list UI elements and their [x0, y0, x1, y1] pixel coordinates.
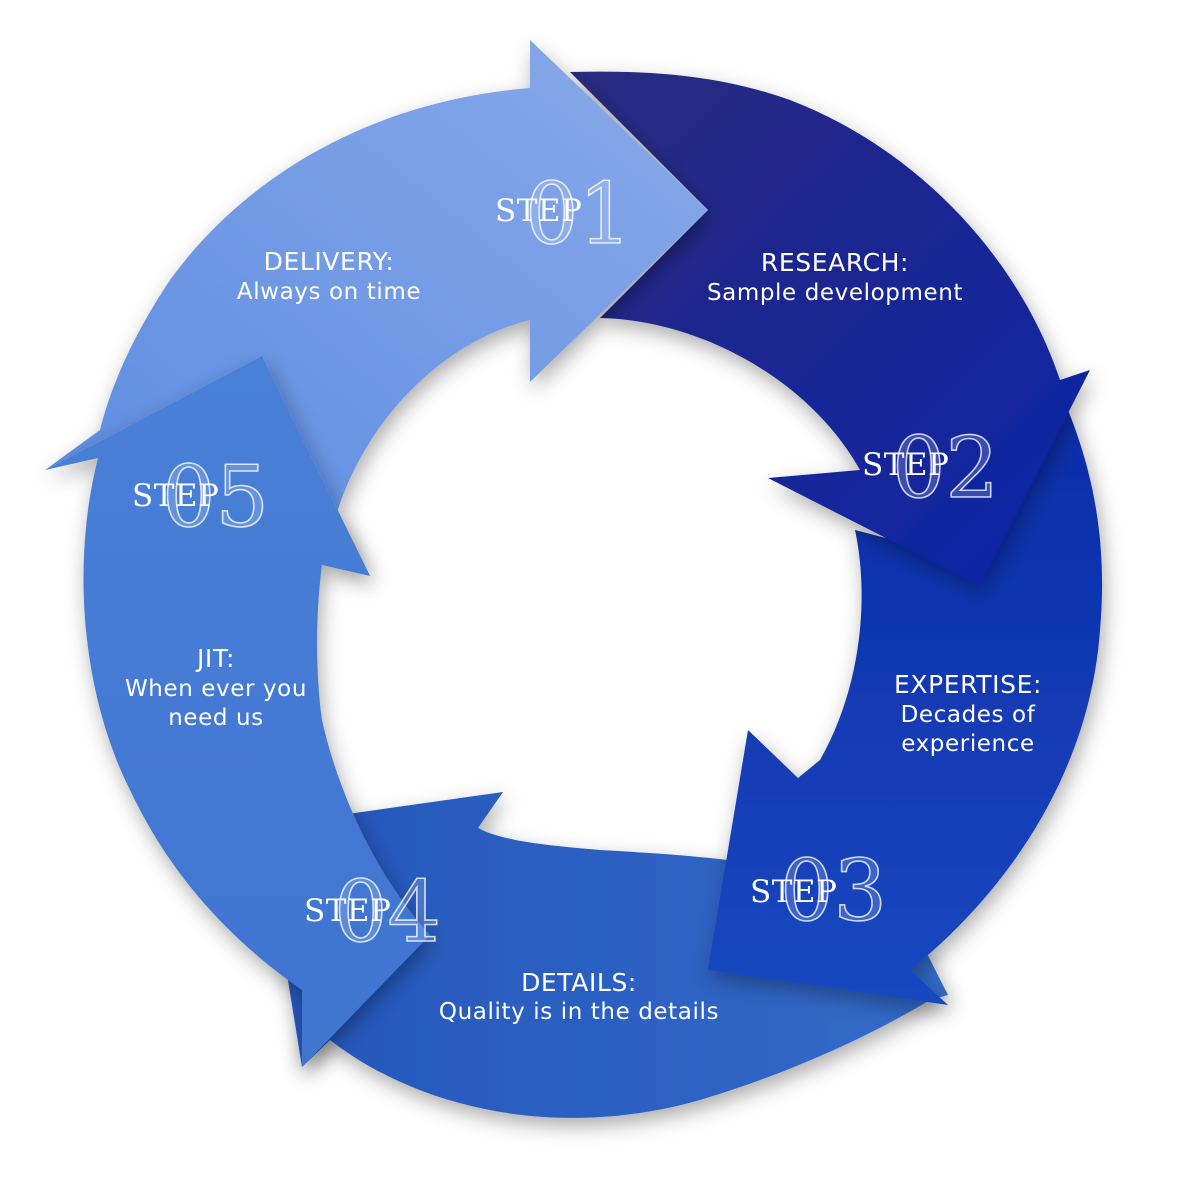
- step-label-02: 02 STEP: [862, 418, 1000, 518]
- step-title-research: RESEARCH:: [761, 248, 909, 277]
- step-text-research: RESEARCH: Sample development: [707, 248, 963, 306]
- step-desc-expertise-line-2: experience: [901, 731, 1034, 757]
- step-label-03: 03 STEP: [750, 841, 888, 941]
- step-desc-delivery: Always on time: [237, 279, 421, 305]
- step-text-expertise: EXPERTISE: Decades of experience: [894, 670, 1042, 757]
- step-text-jit: JIT: When ever you need us: [125, 644, 307, 731]
- step-number-05: 05: [162, 448, 269, 546]
- step-label-01: 01 STEP: [495, 164, 633, 264]
- step-title-details: DETAILS:: [521, 968, 637, 997]
- step-label-05: 05 STEP: [132, 447, 270, 547]
- step-number-03: 03: [780, 842, 887, 940]
- step-number-04: 04: [334, 863, 441, 961]
- step-word-02: STEP: [862, 447, 949, 483]
- step-desc-details: Quality is in the details: [439, 999, 719, 1025]
- step-desc-research: Sample development: [707, 280, 963, 306]
- step-title-expertise: EXPERTISE:: [894, 670, 1042, 699]
- step-word-04: STEP: [304, 893, 391, 929]
- step-number-02: 02: [892, 419, 999, 517]
- step-number-01: 01: [525, 165, 632, 263]
- segment-expertise: [708, 410, 1103, 1005]
- step-label-04: 04 STEP: [304, 862, 442, 962]
- step-desc-expertise-line-1: Decades of: [901, 702, 1036, 728]
- step-title-delivery: DELIVERY:: [264, 247, 395, 276]
- step-desc-jit-line-2: need us: [168, 705, 264, 731]
- step-title-jit: JIT:: [195, 644, 235, 673]
- step-word-01: STEP: [495, 193, 582, 229]
- step-word-03: STEP: [750, 874, 837, 910]
- segment-jit-head: [45, 356, 430, 1067]
- step-text-details: DETAILS: Quality is in the details: [439, 968, 719, 1025]
- step-word-05: STEP: [132, 478, 219, 514]
- step-text-delivery: DELIVERY: Always on time: [237, 247, 421, 305]
- segment-research: [570, 71, 1090, 586]
- segment-delivery: [45, 40, 708, 576]
- step-desc-jit-line-1: When ever you: [125, 676, 307, 702]
